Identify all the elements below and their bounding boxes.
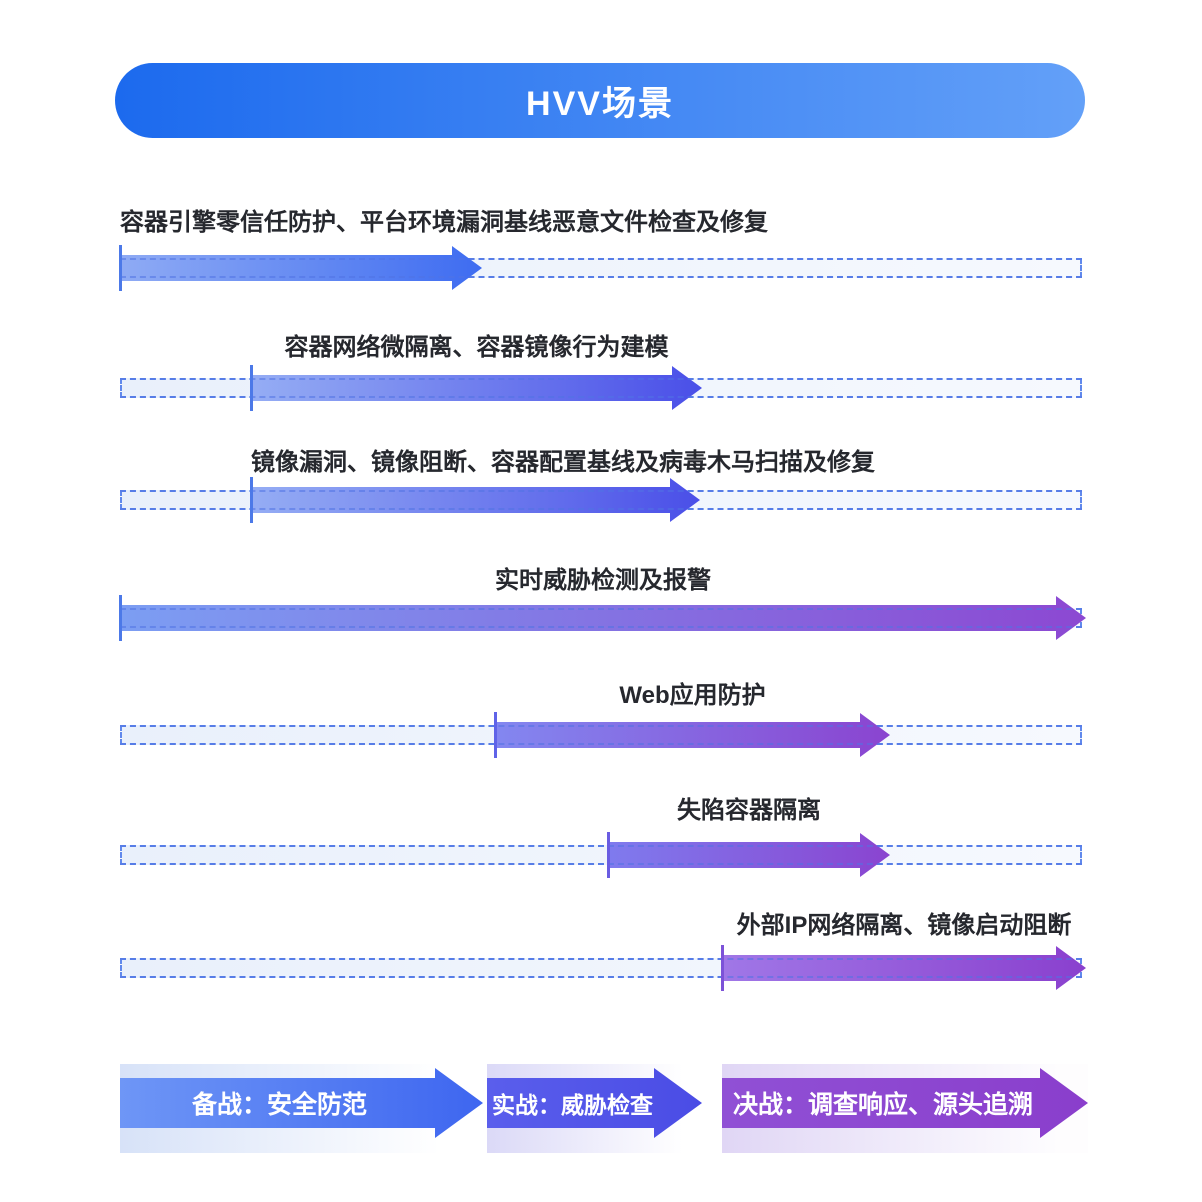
timeline-track-6 xyxy=(120,845,1082,865)
phase-label-2: 实战：威胁检查 xyxy=(492,1092,653,1118)
task-arrow-6 xyxy=(608,833,890,877)
task-arrow-4 xyxy=(120,596,1086,640)
phase-arrow-preparation: 备战：安全防范 xyxy=(120,1068,483,1138)
start-tick-4 xyxy=(119,595,122,641)
start-tick-1 xyxy=(119,245,122,291)
task-label-7: 外部IP网络隔离、镜像启动阻断 xyxy=(736,912,1072,939)
task-arrow-3 xyxy=(251,478,700,522)
task-label-1: 容器引擎零信任防护、平台环境漏洞基线恶意文件检查及修复 xyxy=(120,209,768,236)
task-arrow-1 xyxy=(120,246,482,290)
start-tick-5 xyxy=(494,712,497,758)
task-label-2: 容器网络微隔离、容器镜像行为建模 xyxy=(284,334,669,361)
task-arrow-5 xyxy=(495,713,890,757)
task-label-5: Web应用防护 xyxy=(619,682,766,709)
task-arrow-2 xyxy=(251,366,702,410)
page-title: HVV场景 xyxy=(526,85,674,123)
task-label-3: 镜像漏洞、镜像阻断、容器配置基线及病毒木马扫描及修复 xyxy=(251,449,875,476)
header-pill: HVV场景 xyxy=(115,63,1085,138)
phase-arrow-decisive: 决战：调查响应、源头追溯 xyxy=(722,1068,1088,1138)
start-tick-2 xyxy=(250,365,253,411)
phase-label-1: 备战：安全防范 xyxy=(191,1091,367,1119)
start-tick-6 xyxy=(607,832,610,878)
task-label-6: 失陷容器隔离 xyxy=(677,797,821,824)
task-arrow-7 xyxy=(722,946,1086,990)
phase-arrow-combat: 实战：威胁检查 xyxy=(487,1068,702,1138)
phase-label-3: 决战：调查响应、源头追溯 xyxy=(732,1091,1033,1119)
start-tick-3 xyxy=(250,477,253,523)
start-tick-7 xyxy=(721,945,724,991)
task-label-4: 实时威胁检测及报警 xyxy=(495,567,711,594)
